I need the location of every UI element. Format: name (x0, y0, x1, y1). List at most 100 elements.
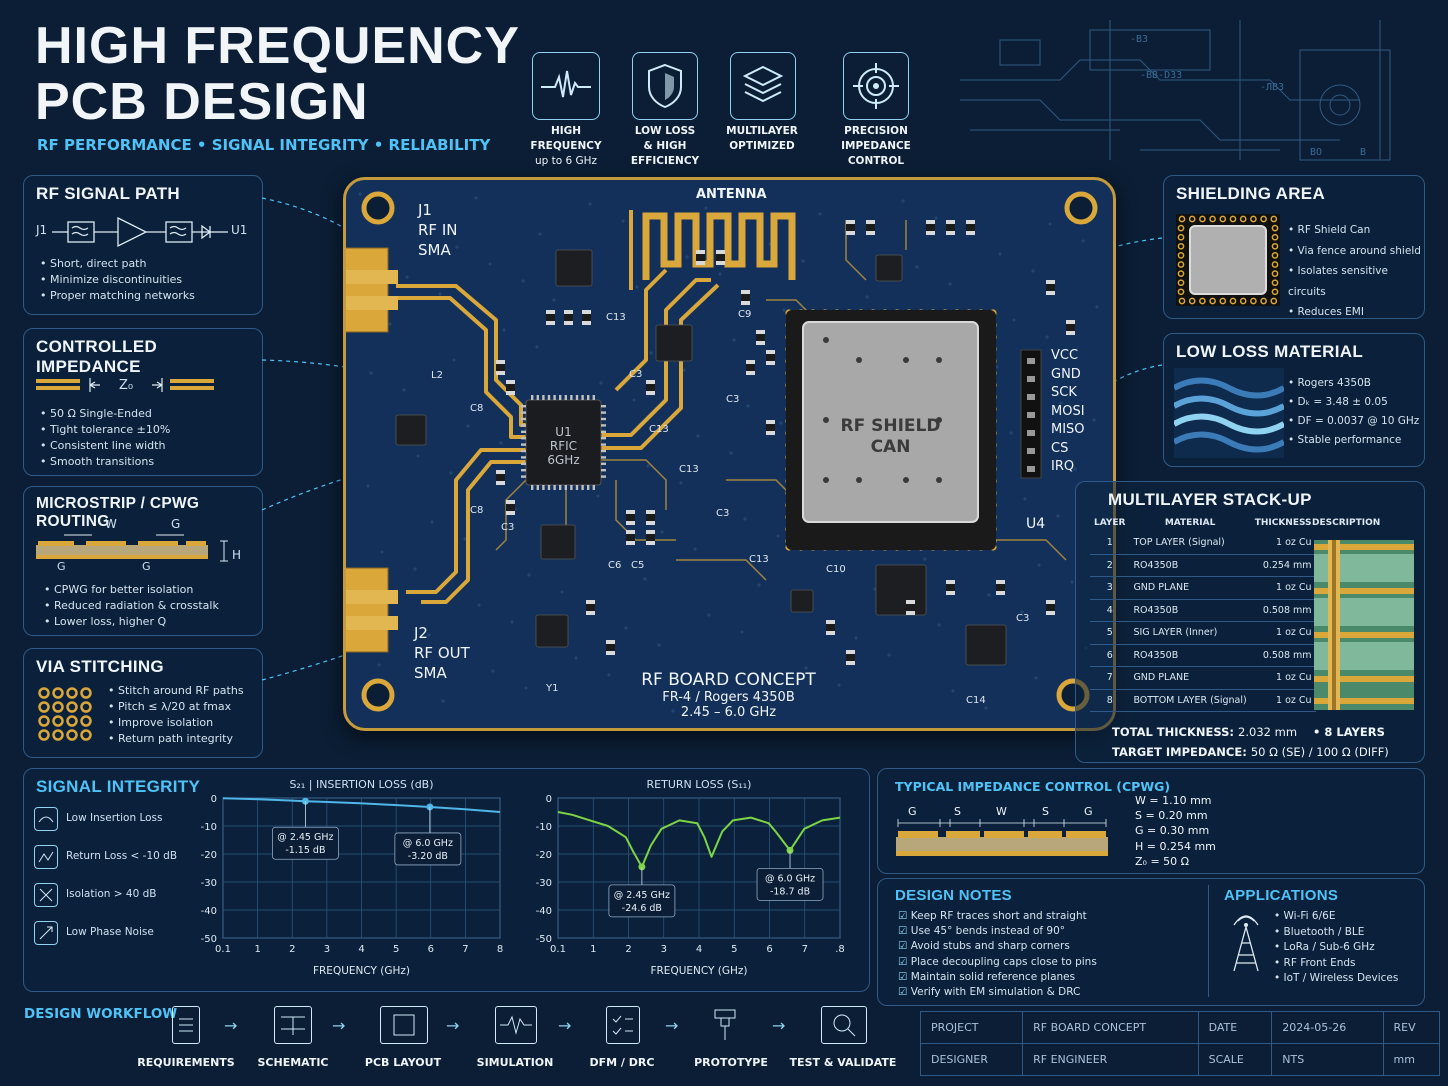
antenna-label: ANTENNA (696, 187, 767, 202)
design-notes-list: Keep RF traces short and straightUse 45°… (898, 909, 1097, 1000)
marker-callout (394, 832, 462, 866)
u4-label: U4 (1026, 516, 1046, 532)
arrow-icon: → (332, 1016, 346, 1035)
workflow-bar: REQUIREMENTS → SCHEMATIC → PCB LAYOUT → … (137, 1000, 910, 1080)
design-notes-panel: DESIGN NOTES Keep RF traces short and st… (877, 878, 1425, 1006)
series-line (222, 797, 501, 813)
y-tick-label: 0 (211, 794, 217, 805)
signal-end-label: U1 (231, 223, 248, 237)
marker-callout (608, 884, 676, 918)
clipboard-icon (172, 1006, 200, 1044)
insertion-loss-icon (34, 807, 58, 831)
applications-list: Wi-Fi 6/6EBluetooth / BLELoRa / Sub-6 GH… (1274, 909, 1399, 987)
series-line (557, 811, 841, 868)
applications-title: APPLICATIONS (1224, 887, 1339, 904)
marker-value: -3.20 dB (408, 851, 448, 862)
workflow-step-label: TEST & VALIDATE (789, 1056, 897, 1069)
marker-label: @ 6.0 GHz (765, 873, 815, 884)
schematic-icon (274, 1006, 312, 1044)
controlled-impedance-title: CONTROLLED IMPEDANCE (36, 337, 158, 376)
x-tick-label: 7 (462, 944, 468, 955)
feature-label-2: LOW LOSS& HIGH EFFICIENCY (630, 125, 700, 167)
y-tick-label: -10 (536, 822, 552, 833)
workflow-step-label: REQUIREMENTS (137, 1056, 235, 1069)
signal-start-label: J1 (36, 223, 48, 237)
via-stitching-title: VIA STITCHING (36, 657, 164, 676)
workflow-step-label: PROTOTYPE (694, 1056, 768, 1069)
svg-text:-B3: -B3 (1130, 34, 1148, 45)
marker-label: @ 2.45 GHz (277, 832, 333, 843)
microstrip-diagram (36, 534, 228, 562)
design-notes-title: DESIGN NOTES (895, 887, 1012, 904)
isolation-icon (34, 883, 58, 907)
shielding-panel: SHIELDING AREA RF Shield CanVia fence ar… (1163, 175, 1425, 319)
stackup-totals: TOTAL THICKNESS: 2.032 mm • 8 LAYERS TAR… (1112, 725, 1389, 759)
page-title: HIGH FREQUENCY PCB DESIGN (35, 18, 520, 130)
workflow-step-label: SIMULATION (476, 1056, 554, 1069)
x-axis-label: FREQUENCY (GHz) (313, 965, 410, 977)
controlled-impedance-bullets: 50 Ω Single-EndedTight tolerance ±10%Con… (40, 406, 170, 470)
antenna-tower-icon (1233, 915, 1259, 972)
title-line-2: PCB DESIGN (35, 73, 369, 131)
sma-connector-j1 (346, 247, 398, 333)
x-tick-label: 5 (393, 944, 399, 955)
arrow-icon: → (224, 1016, 238, 1035)
y-tick-label: -10 (201, 822, 217, 833)
drill-icon (711, 1006, 739, 1042)
signal-integrity-title: SIGNAL INTEGRITY (36, 777, 201, 796)
x-tick-label: 6 (766, 944, 772, 955)
via-grid-icon (38, 687, 92, 741)
waveform-icon (495, 1006, 537, 1044)
svg-text:B: B (1360, 147, 1366, 158)
x-tick-label: 6 (428, 944, 434, 955)
marker-value: -1.15 dB (285, 845, 325, 856)
microstrip-g-label-left: G (57, 560, 66, 573)
svg-text:-ЛВ3: -ЛВ3 (1260, 82, 1284, 93)
magnifier-icon (821, 1006, 867, 1044)
y-tick-label: 0 (546, 794, 552, 805)
microstrip-w-label: W (105, 517, 117, 531)
stackup-cross-section (1314, 540, 1414, 710)
x-tick-label: 3 (661, 944, 667, 955)
marker-point (786, 846, 794, 854)
rf-signal-path-bullets: Short, direct pathMinimize discontinuiti… (40, 256, 195, 304)
x-tick-label: 3 (324, 944, 330, 955)
low-loss-title: LOW LOSS MATERIAL (1176, 342, 1364, 361)
arrow-icon: → (558, 1016, 572, 1035)
x-axis-label: FREQUENCY (GHz) (650, 965, 747, 977)
rf-signal-path-panel: RF SIGNAL PATH J1 U1 Short, direct pathM… (23, 175, 263, 315)
shield-icon (632, 52, 698, 120)
controlled-impedance-panel: CONTROLLED IMPEDANCE Z₀ 50 Ω Single-Ende… (23, 328, 263, 476)
shielding-title: SHIELDING AREA (1176, 184, 1326, 203)
y-tick-label: -20 (201, 850, 217, 861)
notes-divider (1208, 885, 1209, 997)
workflow-title: DESIGN WORKFLOW (24, 1006, 178, 1022)
page-subtitle: RF PERFORMANCE • SIGNAL INTEGRITY • RELI… (37, 136, 491, 154)
workflow-step-label: PCB LAYOUT (364, 1056, 442, 1069)
y-tick-label: -40 (201, 906, 217, 917)
svg-text:BO: BO (1310, 147, 1322, 158)
return-loss-icon (34, 845, 58, 869)
x-tick-label: 4 (358, 944, 364, 955)
arrow-icon: → (665, 1016, 679, 1035)
x-tick-label: 4 (696, 944, 702, 955)
arrow-icon: → (446, 1016, 460, 1035)
blueprint-sketch: -B3 -BB-D33 -ЛВ3 BO B (960, 20, 1391, 161)
x-tick-label: 0.1 (215, 944, 231, 955)
x-tick-label: 0.1 (550, 944, 566, 955)
via-stitching-panel: VIA STITCHING Stitch around RF pathsPitc… (23, 648, 263, 758)
